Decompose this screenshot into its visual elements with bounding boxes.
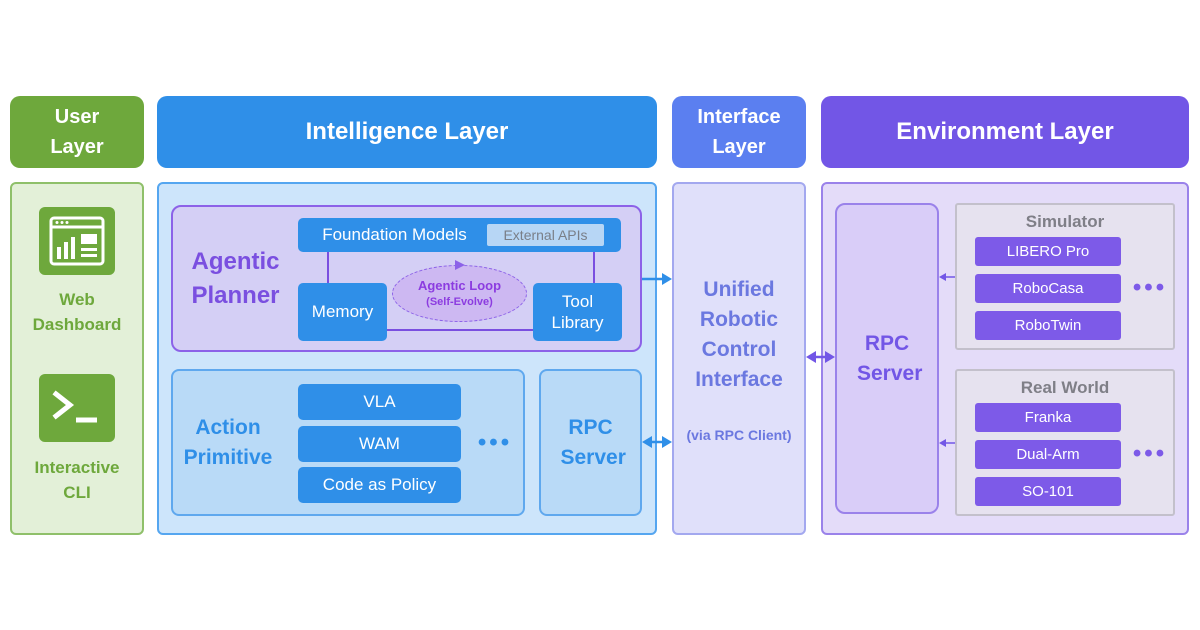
real-world-title-text: Real World: [1020, 378, 1110, 397]
action-primitive-title: Action Primitive: [180, 410, 276, 476]
unified-interface-title: Unified Robotic Control Interface: [680, 273, 798, 397]
agentic-planner-title: Agentic Planner: [178, 243, 293, 315]
real-world-title: Real World: [955, 376, 1175, 400]
unified-interface-text: Unified Robotic Control Interface: [695, 278, 783, 391]
simulator-robocasa-label: RoboCasa: [1012, 280, 1084, 297]
agentic-loop-ellipse: Agentic Loop (Self-Evolve): [392, 265, 527, 322]
environment-rpc-server: RPC Server: [835, 203, 939, 514]
real-world-dual-arm-label: Dual-Arm: [1016, 446, 1080, 463]
primitive-code-as-policy-label: Code as Policy: [322, 475, 437, 494]
simulator-robotwin-label: RoboTwin: [1014, 317, 1082, 334]
primitive-wam-label: WAM: [359, 434, 400, 453]
simulator-more-text: •••: [1132, 274, 1168, 301]
user-layer-header-label: User Layer: [50, 106, 104, 158]
rpc-interface-arrowhead-right: [662, 436, 672, 448]
primitive-vla: VLA: [298, 384, 461, 420]
primitive-vla-label: VLA: [363, 392, 396, 411]
real-world-franka-label: Franka: [1024, 409, 1072, 426]
tool-library-label: Tool Library: [551, 292, 604, 332]
intelligence-layer-header: Intelligence Layer: [157, 96, 657, 168]
primitive-wam: WAM: [298, 426, 461, 462]
simulator-robocasa: RoboCasa: [975, 274, 1121, 303]
external-apis-label: External APIs: [503, 227, 588, 243]
primitive-code-as-policy: Code as Policy: [298, 467, 461, 503]
tool-library-box: Tool Library: [533, 283, 622, 341]
intelligence-rpc-server: RPC Server: [539, 369, 642, 516]
memory-label: Memory: [311, 302, 374, 321]
simulator-more-ellipsis: •••: [1128, 274, 1172, 302]
memory-box: Memory: [298, 283, 387, 341]
action-primitive-text: Action Primitive: [183, 416, 273, 469]
primitive-more-ellipsis: •••: [472, 428, 518, 458]
external-apis-box: External APIs: [487, 224, 604, 246]
interface-layer-header: Interface Layer: [672, 96, 806, 168]
simulator-title-text: Simulator: [1025, 212, 1105, 231]
rpc-client-note: (via RPC Client): [672, 424, 806, 446]
simulator-libero-pro: LIBERO Pro: [975, 237, 1121, 266]
agentic-loop-label: Agentic Loop: [417, 277, 502, 293]
environment-layer-header: Environment Layer: [821, 96, 1189, 168]
rpc-client-note-text: (via RPC Client): [686, 427, 792, 443]
agentic-planner-text: Agentic Planner: [191, 248, 280, 309]
interface-env-arrowhead-right: [825, 351, 835, 363]
planner-to-interface-arrowhead: [662, 273, 672, 285]
user-layer-header: User Layer: [10, 96, 144, 168]
real-world-franka: Franka: [975, 403, 1121, 432]
intelligence-rpc-server-label: RPC Server: [560, 415, 626, 469]
real-world-more-text: •••: [1132, 440, 1168, 467]
simulator-to-rpc-arrowhead: [939, 273, 946, 281]
web-dashboard-text: Web Dashboard: [32, 290, 122, 334]
interface-env-arrowhead-left: [806, 351, 816, 363]
real-world-dual-arm: Dual-Arm: [975, 440, 1121, 469]
rpc-interface-arrowhead-left: [642, 436, 652, 448]
real-world-more-ellipsis: •••: [1128, 440, 1172, 468]
foundation-models-label: Foundation Models: [322, 225, 467, 244]
environment-rpc-server-label: RPC Server: [857, 331, 923, 385]
self-evolve-label: (Self-Evolve): [426, 295, 493, 308]
interactive-cli-label: Interactive CLI: [20, 453, 134, 507]
intelligence-layer-header-label: Intelligence Layer: [305, 118, 509, 145]
user-layer-panel: [10, 182, 144, 535]
environment-layer-header-label: Environment Layer: [896, 118, 1114, 145]
terminal-icon: [39, 374, 115, 442]
simulator-robotwin: RoboTwin: [975, 311, 1121, 340]
interface-layer-panel: [672, 182, 806, 535]
dashboard-icon: [39, 207, 115, 275]
real-world-so-101-label: SO-101: [1022, 483, 1074, 500]
interactive-cli-text: Interactive CLI: [34, 458, 120, 502]
simulator-title: Simulator: [955, 210, 1175, 234]
simulator-libero-pro-label: LIBERO Pro: [1006, 243, 1090, 260]
interface-layer-header-label: Interface Layer: [697, 106, 781, 158]
web-dashboard-label: Web Dashboard: [20, 285, 134, 339]
loop-arrow-icon: [455, 260, 465, 270]
real-world-so-101: SO-101: [975, 477, 1121, 506]
primitive-more-text: •••: [477, 429, 513, 456]
real-world-to-rpc-arrowhead: [939, 439, 946, 447]
